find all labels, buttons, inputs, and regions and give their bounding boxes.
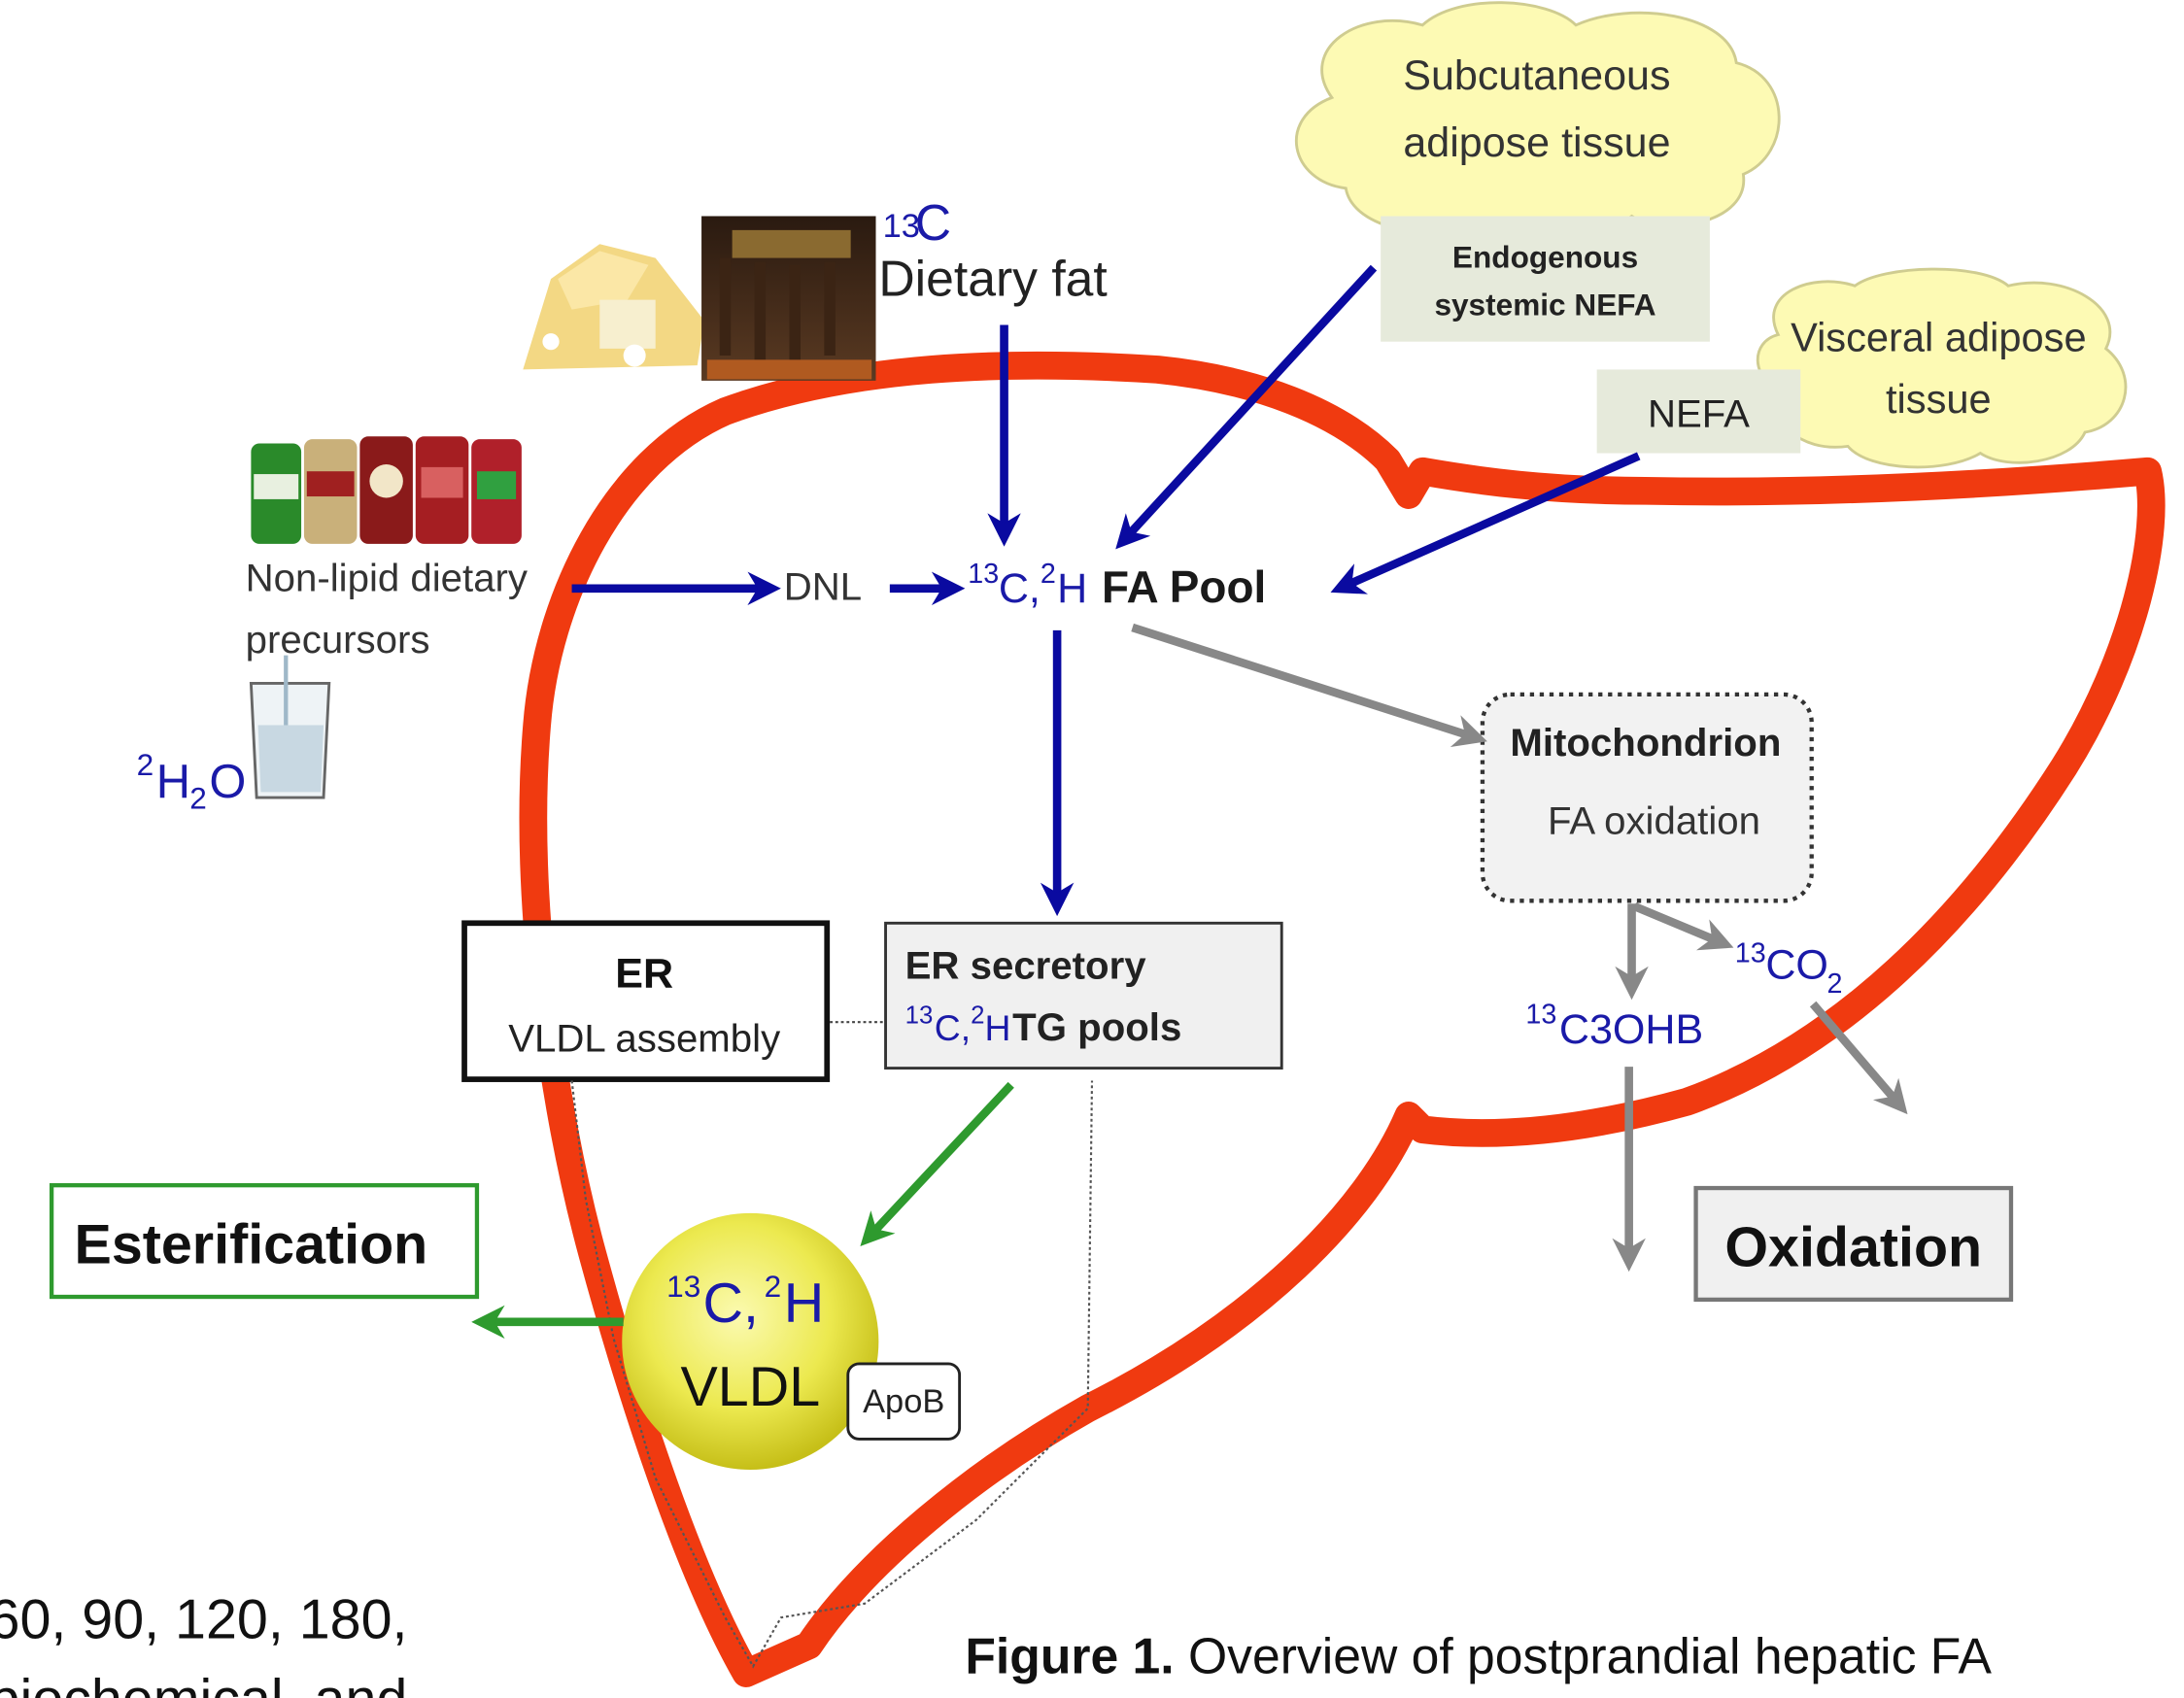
- er-secretory-sup-2: 2: [971, 1002, 984, 1030]
- water-o: O: [209, 756, 246, 808]
- oxidation-box: Oxidation: [1693, 1185, 2014, 1303]
- nefa-box: NEFA: [1596, 369, 1801, 454]
- water-glass-icon: [249, 655, 331, 799]
- visceral-cloud: Visceral adipose tissue: [1756, 267, 2128, 469]
- arrow-nefa-to-pool: [1330, 452, 1641, 594]
- subcutaneous-label-line1: Subcutaneous: [1403, 52, 1670, 99]
- endogenous-label-line1: Endogenous: [1452, 240, 1638, 275]
- non-lipid-label-line2: precursors: [246, 618, 430, 662]
- water-sup-2: 2: [137, 747, 154, 782]
- dietary-fat-isotope-c: C: [915, 194, 951, 251]
- arrow-mito-to-co2: [1632, 902, 1734, 951]
- c3ohb-label: C3OHB: [1559, 1006, 1703, 1053]
- arrow-pool-to-mitochondrion: [1131, 623, 1487, 748]
- fa-pool-h: H: [1057, 565, 1087, 612]
- liver-outline: [519, 351, 2166, 1687]
- dietary-fat-isotope-sup: 13: [883, 208, 920, 245]
- fa-pool-sup-2: 2: [1041, 559, 1056, 590]
- er-secretory-c: C,: [935, 1007, 971, 1048]
- soda-cans-icon: [251, 436, 522, 544]
- visceral-label-line1: Visceral adipose: [1791, 315, 2087, 360]
- apob-label: ApoB: [863, 1383, 944, 1420]
- co2-label: CO: [1765, 942, 1828, 989]
- figure-caption-bold: Figure 1.: [965, 1628, 1174, 1684]
- visceral-label-line2: tissue: [1886, 376, 1992, 422]
- endogenous-label-line2: systemic NEFA: [1434, 287, 1655, 322]
- mitochondrion-box: Mitochondrion FA oxidation: [1480, 692, 1814, 903]
- dnl-label: DNL: [784, 564, 862, 608]
- page-text-fragment-line2: biochemical, and: [0, 1669, 407, 1698]
- arrow-er-secretory-to-vldl: [860, 1081, 1014, 1247]
- water-h: H: [156, 756, 190, 808]
- vldl-c: C,: [702, 1273, 758, 1335]
- nefa-label: NEFA: [1648, 391, 1750, 435]
- arrow-co2-out: [1809, 1001, 1908, 1115]
- page-text-fragment-line1: 60, 90, 120, 180,: [0, 1589, 407, 1651]
- er-title: ER: [615, 950, 673, 997]
- non-lipid-label-line1: Non-lipid dietary: [246, 557, 529, 600]
- water-sub-2: 2: [189, 781, 207, 816]
- vldl-sup-2: 2: [765, 1269, 782, 1304]
- er-secretory-label: TG pools: [1012, 1005, 1181, 1049]
- fa-pool-sup-13: 13: [968, 559, 999, 590]
- vldl-sup-13: 13: [666, 1269, 700, 1304]
- er-secretory-sup-13: 13: [905, 1002, 934, 1030]
- mitochondrion-subtitle: FA oxidation: [1548, 798, 1760, 842]
- er-subtitle: VLDL assembly: [508, 1016, 781, 1060]
- co2-sup: 13: [1735, 937, 1766, 968]
- vldl-h: H: [784, 1273, 824, 1335]
- vldl-label: VLDL: [681, 1356, 821, 1418]
- subcutaneous-cloud: Subcutaneous adipose tissue: [1294, 1, 1781, 241]
- er-box: ER VLDL assembly: [461, 920, 831, 1082]
- subcutaneous-label-line2: adipose tissue: [1403, 119, 1670, 166]
- er-secretory-h: H: [984, 1007, 1010, 1048]
- figure-caption-text: Overview of postprandial hepatic FA: [1175, 1628, 1993, 1684]
- esterification-box: Esterification: [49, 1183, 480, 1300]
- endogenous-nefa-box: Endogenous systemic NEFA: [1381, 216, 1710, 342]
- er-secretory-box: ER secretory 13 C, 2 H TG pools: [884, 921, 1283, 1070]
- fa-pool-c: C,: [999, 565, 1041, 612]
- oxidation-label: Oxidation: [1724, 1216, 1982, 1278]
- er-secretory-title: ER secretory: [905, 944, 1147, 988]
- figure-caption: Figure 1. Overview of postprandial hepat…: [965, 1628, 1992, 1684]
- fa-pool-label: FA Pool: [1102, 561, 1266, 612]
- c3ohb-sup: 13: [1525, 1000, 1556, 1031]
- co2-sub: 2: [1827, 968, 1843, 1000]
- er-vldl-path-line: [570, 1080, 1094, 1669]
- dietary-fat-label: Dietary fat: [878, 250, 1107, 306]
- mitochondrion-title: Mitochondrion: [1510, 721, 1781, 764]
- arrow-endogenous-nefa-to-pool: [1115, 264, 1378, 550]
- cheese-cake-food-icon: [523, 216, 876, 381]
- apob-box: ApoB: [846, 1362, 962, 1441]
- esterification-label: Esterification: [75, 1214, 428, 1276]
- vldl-particle: 13 C, 2 H VLDL: [622, 1212, 879, 1471]
